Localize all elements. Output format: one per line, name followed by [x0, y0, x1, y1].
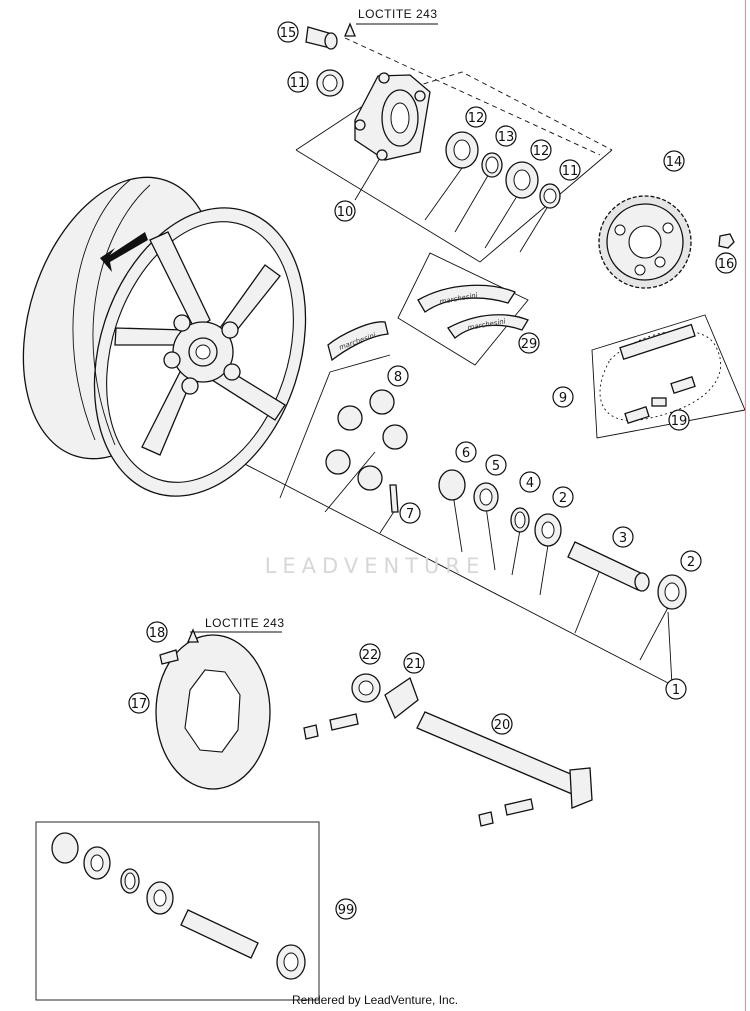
svg-text:12: 12 — [468, 111, 485, 126]
callout-21: 21 — [403, 652, 425, 674]
loctite-label-bottom: LOCTITE 243 — [205, 616, 285, 630]
callout-10: 10 — [334, 200, 356, 222]
svg-text:16: 16 — [718, 257, 735, 272]
svg-text:13: 13 — [498, 130, 515, 145]
bearing-2 — [657, 574, 687, 610]
svg-text:21: 21 — [406, 657, 423, 672]
right-edge-guide — [745, 0, 746, 1011]
callout-12-left: 12 — [465, 106, 487, 128]
svg-text:19: 19 — [671, 414, 688, 429]
decals-29: marchesini marchesini marchesini — [327, 284, 529, 362]
callout-2-upper: 2 — [552, 486, 574, 508]
svg-text:4: 4 — [526, 476, 534, 491]
axle-20 — [416, 711, 593, 809]
callout-11-top: 11 — [287, 71, 309, 93]
svg-text:29: 29 — [521, 337, 538, 352]
callout-9: 9 — [552, 386, 574, 408]
sprocket-14 — [598, 195, 692, 289]
svg-text:3: 3 — [619, 531, 627, 546]
seals-and-bearings — [438, 469, 562, 547]
callout-11-right: 11 — [559, 159, 581, 181]
svg-text:8: 8 — [394, 370, 402, 385]
chain-9 — [599, 323, 721, 424]
callout-13: 13 — [495, 125, 517, 147]
brake-disc-17 — [155, 634, 271, 790]
callout-12-right: 12 — [530, 139, 552, 161]
nut-16 — [718, 233, 735, 249]
callout-15: 15 — [277, 21, 299, 43]
callout-29: 29 — [518, 332, 540, 354]
svg-text:15: 15 — [280, 26, 297, 41]
leader-lines — [35, 37, 746, 1001]
svg-text:14: 14 — [666, 155, 683, 170]
hub-bearings — [445, 131, 561, 209]
svg-text:1: 1 — [672, 683, 680, 698]
callout-99: 99 — [335, 898, 357, 920]
svg-text:11: 11 — [562, 164, 579, 179]
sprocket-carrier — [354, 72, 431, 161]
svg-text:20: 20 — [494, 718, 511, 733]
spacer-tube-3 — [567, 541, 650, 592]
svg-text:7: 7 — [406, 507, 414, 522]
repair-kit-99 — [51, 832, 306, 980]
callouts: 15 11 10 12 13 12 11 14 16 29 9 19 8 7 6… — [128, 21, 737, 920]
callout-3: 3 — [612, 526, 634, 548]
spacers-8 — [325, 389, 408, 491]
callout-22: 22 — [359, 643, 381, 665]
callout-18: 18 — [146, 621, 168, 643]
callout-4: 4 — [519, 471, 541, 493]
valve-7 — [389, 484, 399, 513]
callout-17: 17 — [128, 692, 150, 714]
bushing-11-top — [316, 69, 344, 97]
callout-8: 8 — [387, 365, 409, 387]
callout-14: 14 — [663, 150, 685, 172]
svg-text:5: 5 — [492, 459, 500, 474]
svg-text:12: 12 — [533, 144, 550, 159]
callout-19: 19 — [668, 409, 690, 431]
watermark: LEADVENTURE — [265, 554, 486, 578]
axle-15 — [305, 22, 356, 50]
chain-adjuster-21 — [384, 676, 419, 720]
adjuster-bolts — [303, 713, 534, 827]
svg-text:2: 2 — [687, 555, 695, 570]
svg-text:9: 9 — [559, 391, 567, 406]
bolt-18 — [159, 649, 179, 665]
callout-5: 5 — [485, 454, 507, 476]
svg-text:11: 11 — [290, 76, 307, 91]
svg-text:2: 2 — [559, 491, 567, 506]
footer-credit: Rendered by LeadVenture, Inc. — [292, 993, 458, 1007]
nut-22 — [351, 673, 381, 703]
callout-2-lower: 2 — [680, 550, 702, 572]
svg-text:10: 10 — [337, 205, 354, 220]
rotation-arrow-icon — [100, 232, 148, 272]
svg-text:99: 99 — [338, 903, 355, 918]
loctite-drop-lower — [187, 628, 199, 643]
callout-16: 16 — [715, 252, 737, 274]
rear-wheel — [22, 176, 307, 497]
loctite-label-top: LOCTITE 243 — [358, 7, 438, 21]
callout-20: 20 — [491, 713, 513, 735]
svg-text:17: 17 — [131, 697, 148, 712]
callout-1: 1 — [665, 678, 687, 700]
svg-text:6: 6 — [462, 446, 470, 461]
callout-6: 6 — [455, 441, 477, 463]
callout-7: 7 — [399, 502, 421, 524]
svg-text:22: 22 — [362, 648, 379, 663]
svg-text:18: 18 — [149, 626, 166, 641]
